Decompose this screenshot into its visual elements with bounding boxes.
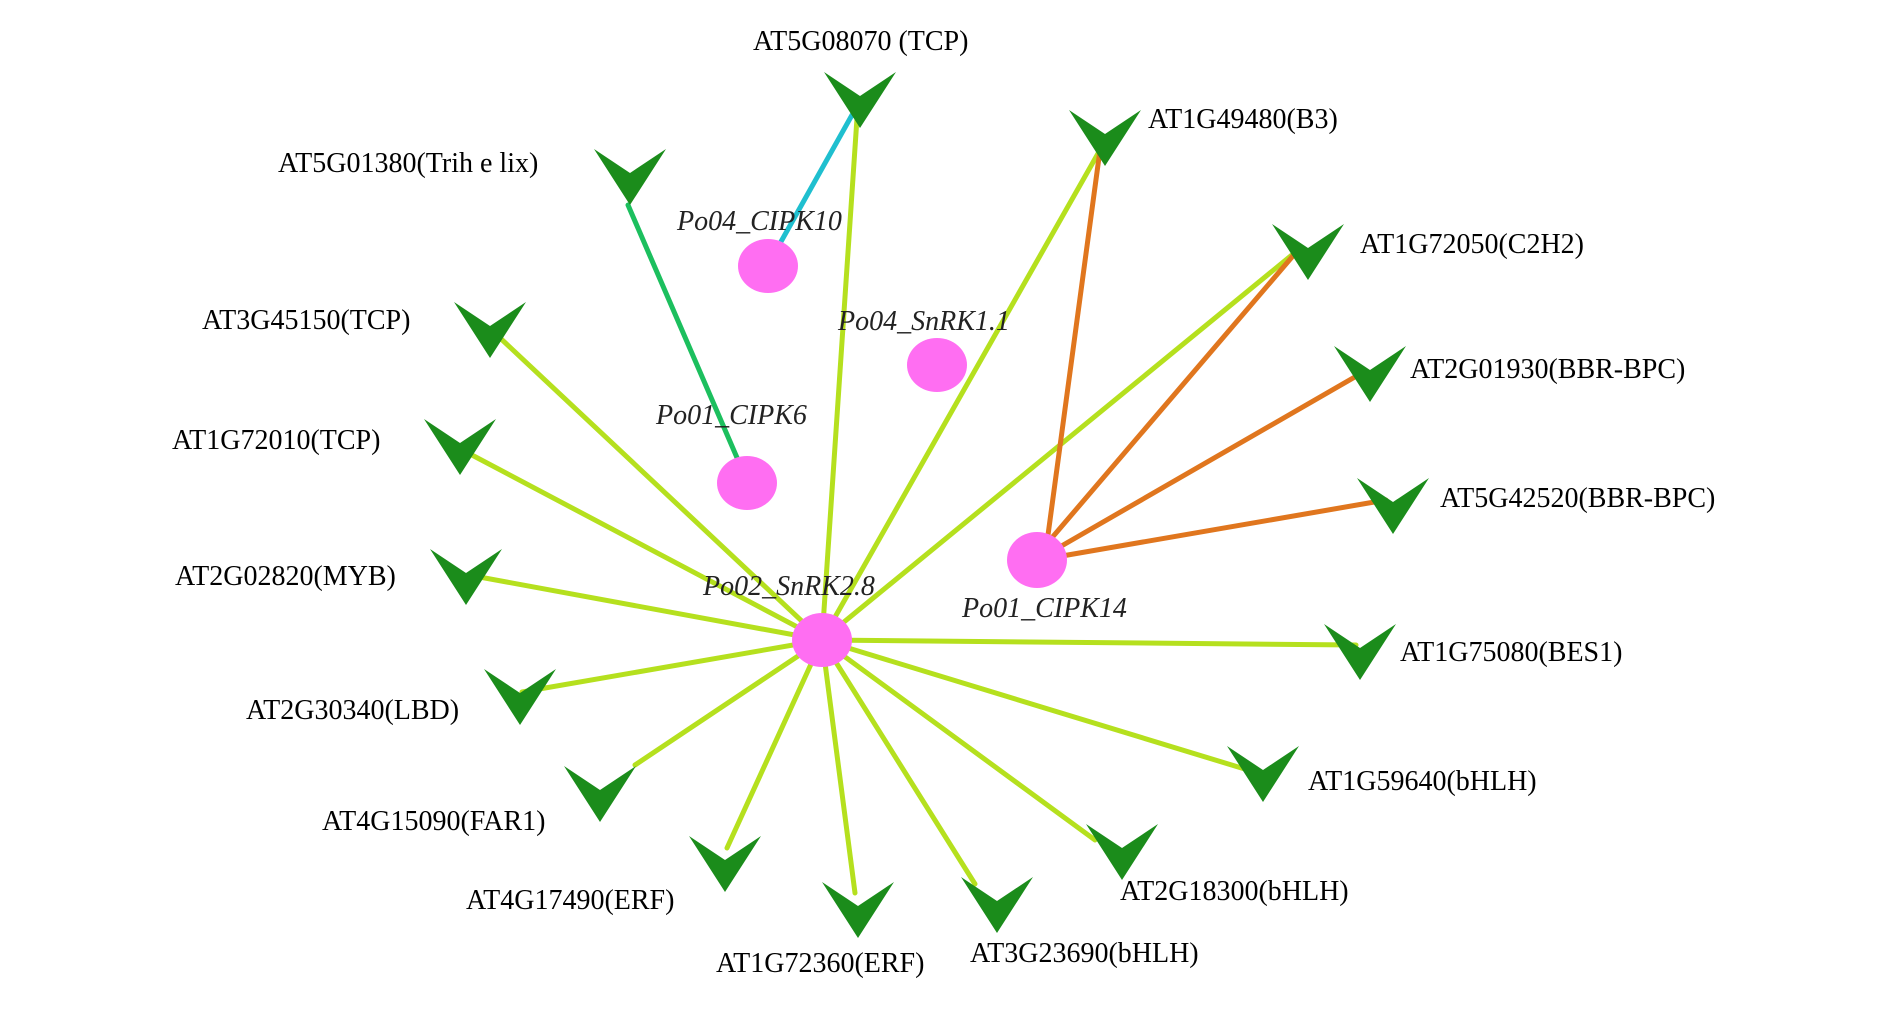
target-label-at1g72360: AT1G72360(ERF) — [716, 948, 924, 979]
target-label-at2g01930: AT2G01930(BBR-BPC) — [1410, 354, 1685, 385]
target-node-at1g49480 — [1069, 110, 1141, 166]
target-node-at1g72050 — [1272, 224, 1344, 280]
edge-cipk6-at5g01380 — [625, 202, 741, 463]
kinase-label-cipk14: Po01_CIPK14 — [961, 593, 1127, 624]
edge-snrk28-at2g18300 — [819, 637, 1098, 843]
target-label-at1g75080: AT1G75080(BES1) — [1400, 637, 1622, 668]
edges-layer — [467, 112, 1389, 896]
edge-snrk28-at1g59640 — [819, 637, 1251, 773]
target-node-at1g75080 — [1324, 624, 1396, 680]
edge-cipk14-at5g42520 — [1059, 497, 1389, 559]
target-node-at1g59640 — [1227, 746, 1299, 802]
target-node-at5g01380 — [594, 149, 666, 205]
target-label-at2g18300: AT2G18300(bHLH) — [1120, 876, 1349, 907]
labels-layer: AT5G08070 (TCP) AT1G49480(B3) AT5G01380(Tr… — [172, 26, 1715, 979]
target-node-at3g23690 — [961, 877, 1033, 933]
target-node-at5g42520 — [1357, 478, 1429, 534]
kinase-node-cipk14 — [1007, 532, 1067, 588]
edge-cipk14-at2g01930 — [1055, 371, 1363, 551]
target-label-at3g45150: AT3G45150(TCP) — [202, 305, 410, 336]
target-label-at5g01380: AT5G01380(Trih e lix) — [278, 148, 538, 179]
target-label-at5g08070: AT5G08070 (TCP) — [753, 26, 968, 57]
kinase-node-cipk10 — [738, 239, 798, 293]
target-node-at2g30340 — [484, 669, 556, 725]
target-node-at4g15090 — [564, 766, 636, 822]
target-node-at4g17490 — [689, 836, 761, 892]
kinase-label-cipk10: Po04_CIPK10 — [676, 206, 842, 237]
target-node-at2g18300 — [1086, 824, 1158, 880]
target-node-at1g72360 — [822, 882, 894, 938]
target-node-at2g01930 — [1334, 346, 1406, 402]
target-node-at5g08070 — [824, 72, 896, 128]
kinase-label-snrk11: Po04_SnRK1.1 — [837, 306, 1010, 337]
edge-snrk28-at4g17490 — [724, 637, 825, 851]
target-label-at2g02820: AT2G02820(MYB) — [175, 561, 396, 592]
edge-snrk28-at1g75080 — [819, 637, 1359, 648]
target-label-at4g17490: AT4G17490(ERF) — [466, 885, 674, 916]
target-label-at3g23690: AT3G23690(bHLH) — [970, 938, 1199, 969]
kinase-label-snrk28: Po02_SnRK2.8 — [702, 571, 875, 602]
kinase-node-snrk28 — [792, 613, 852, 667]
target-label-at4g15090: AT4G15090(FAR1) — [322, 806, 545, 837]
edge-cipk10-at5g08070 — [775, 112, 855, 250]
target-label-at2g30340: AT2G30340(LBD) — [246, 695, 459, 726]
kinase-label-cipk6: Po01_CIPK6 — [655, 400, 807, 431]
kinase-node-cipk6 — [717, 456, 777, 510]
edge-snrk28-at5g08070 — [819, 115, 860, 643]
target-node-at3g45150 — [454, 302, 526, 358]
target-label-at1g49480: AT1G49480(B3) — [1148, 104, 1338, 135]
target-label-at1g72010: AT1G72010(TCP) — [172, 425, 380, 456]
target-label-at1g59640: AT1G59640(bHLH) — [1308, 766, 1537, 797]
target-label-at5g42520: AT5G42520(BBR-BPC) — [1440, 483, 1715, 514]
edge-snrk28-at3g45150 — [495, 333, 825, 643]
edge-cipk14-at1g49480 — [1045, 147, 1103, 538]
target-node-at2g02820 — [430, 549, 502, 605]
nodes-layer — [424, 72, 1429, 938]
edge-snrk28-at3g23690 — [819, 637, 978, 887]
edge-snrk28-at1g49480 — [819, 147, 1103, 643]
edge-snrk28-at2g30340 — [519, 637, 825, 695]
edge-cipk14-at1g72050 — [1047, 247, 1301, 543]
edge-snrk28-at1g72360 — [819, 637, 858, 896]
target-label-at1g72050: AT1G72050(C2H2) — [1360, 229, 1584, 260]
kinase-node-snrk11 — [907, 338, 967, 392]
edge-snrk28-at4g15090 — [632, 637, 825, 768]
edge-snrk28-at1g72010 — [467, 451, 825, 643]
target-node-at1g72010 — [424, 419, 496, 475]
edge-snrk28-at2g02820 — [471, 573, 825, 643]
